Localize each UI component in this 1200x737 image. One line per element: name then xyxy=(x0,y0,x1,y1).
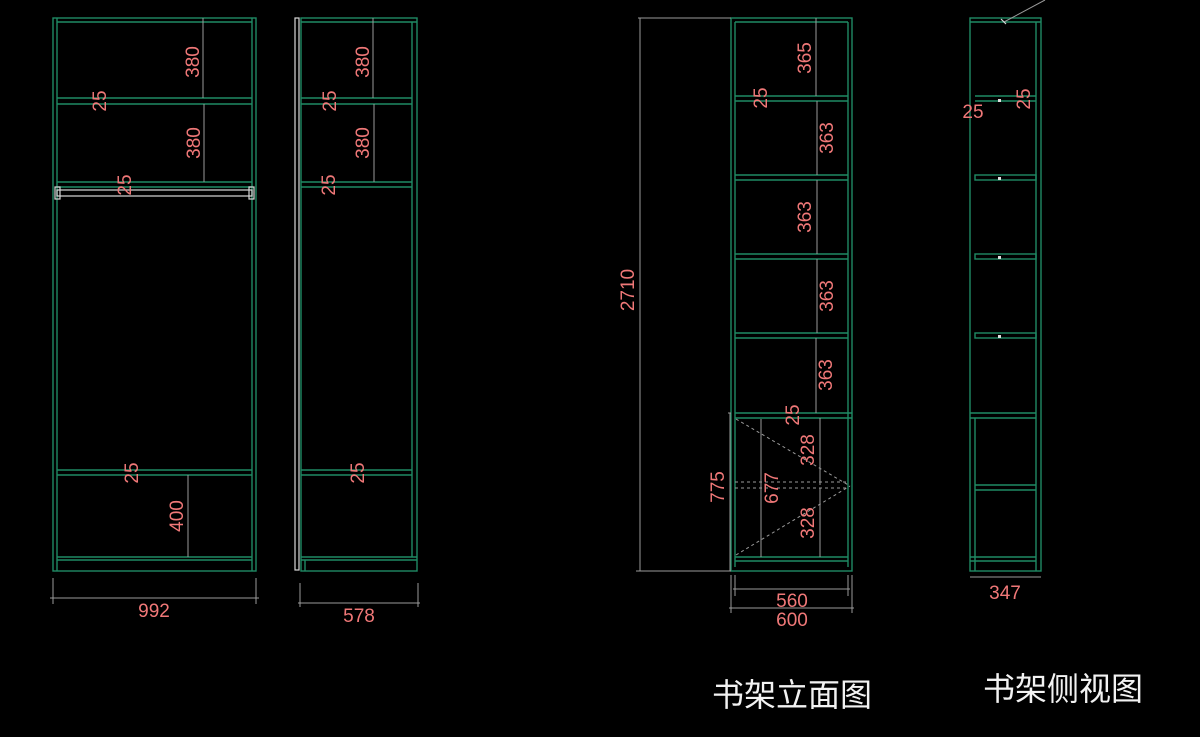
wardrobe-side-outer-frame xyxy=(300,17,418,572)
dim-top-365: 365 xyxy=(795,42,816,74)
dim-cabinet-height: 775 xyxy=(708,471,729,503)
wardrobe-front-outer-frame xyxy=(52,17,257,572)
dim-door-lower: 328 xyxy=(798,507,819,539)
bookshelf-outer-frame xyxy=(730,17,853,572)
bookshelf-side-title: 书架侧视图 xyxy=(983,670,1143,708)
bk-side-shelf-3 xyxy=(974,253,1037,260)
dim-shelf2-thickness: 25 xyxy=(115,174,136,195)
shelf-pin-4 xyxy=(998,335,1001,338)
leader-tick xyxy=(1000,18,1007,25)
dim-top-space: 380 xyxy=(183,46,204,78)
dim-inner-width: 560 xyxy=(776,591,808,612)
leader-line xyxy=(1003,0,1046,23)
side-dim-depth: 578 xyxy=(343,606,375,627)
shelf-pin-1 xyxy=(998,99,1001,102)
side-dim-middle-space: 380 xyxy=(353,127,374,159)
dim-total-height: 2710 xyxy=(618,269,639,311)
side-dim-top-space: 380 xyxy=(353,46,374,78)
dim-space-4: 363 xyxy=(817,280,838,312)
dim-shelf-thickness-top: 25 xyxy=(751,87,772,108)
dim-door-upper: 328 xyxy=(798,434,819,466)
bookshelf-side-outer-frame xyxy=(969,17,1042,572)
dim-middle-space: 380 xyxy=(184,127,205,159)
bk-side-shelf-4 xyxy=(974,332,1037,339)
dim-width: 992 xyxy=(138,601,170,622)
wardrobe-front-view: 380 25 380 25 25 400 992 xyxy=(50,17,259,622)
rod-bracket-left xyxy=(54,186,61,200)
bookshelf-side-view: 25 25 347 书架侧视图 xyxy=(962,0,1143,708)
rod-bracket-right xyxy=(248,186,255,200)
side-dim-shelf2-thickness: 25 xyxy=(319,174,340,195)
hanging-rod xyxy=(56,189,253,197)
bookshelf-elevation-title: 书架立面图 xyxy=(712,676,872,714)
dim-lower-shelf-thickness: 25 xyxy=(122,462,143,483)
shelf-pin-3 xyxy=(998,256,1001,259)
dim-shelf1-thickness: 25 xyxy=(90,90,111,111)
side-dim-lower-shelf-thickness: 25 xyxy=(348,462,369,483)
dim-space-3: 363 xyxy=(795,201,816,233)
door-swing-upper xyxy=(735,418,851,487)
dim-outer-width: 600 xyxy=(776,610,808,631)
shelf-pin-2 xyxy=(998,177,1001,180)
side-dim-shelf1-thickness: 25 xyxy=(320,90,341,111)
bk-side-shelf-2 xyxy=(974,174,1037,181)
bookshelf-elevation-view: 2710 365 25 363 363 363 363 25 775 677 3… xyxy=(618,17,872,714)
dim-space-5: 363 xyxy=(816,359,837,391)
wardrobe-side-view: 380 25 380 25 25 578 xyxy=(294,17,420,627)
door-panel xyxy=(294,17,300,571)
bk-side-dim-shelf-thickness: 25 xyxy=(1014,88,1035,109)
bk-side-dim-left-thickness: 25 xyxy=(962,102,983,123)
bk-side-dim-depth: 347 xyxy=(989,583,1021,604)
dim-shelf-thickness-lower: 25 xyxy=(783,404,804,425)
door-swing-lower xyxy=(735,485,851,556)
dim-door-height: 677 xyxy=(762,472,783,504)
dim-bottom-space: 400 xyxy=(167,500,188,532)
dim-space-2: 363 xyxy=(817,122,838,154)
